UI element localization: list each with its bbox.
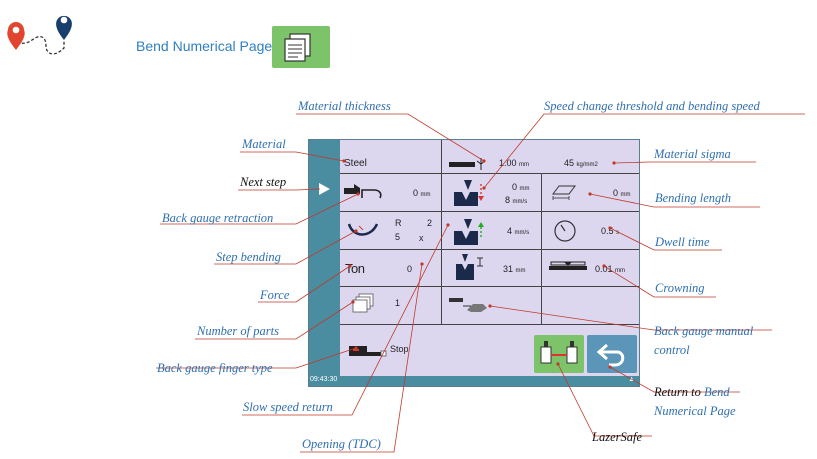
opening-field[interactable]: 31 mm bbox=[503, 264, 526, 274]
grid-line bbox=[340, 324, 639, 325]
label-material-thickness: Material thickness bbox=[298, 99, 391, 113]
opening-unit: mm bbox=[515, 268, 526, 274]
lazersafe-icon bbox=[540, 341, 578, 364]
material-value[interactable]: Steel bbox=[344, 158, 367, 169]
return-arrow-icon bbox=[596, 343, 625, 367]
bending-length-unit: mm bbox=[620, 192, 631, 198]
label-dwell-time: Dwell time bbox=[655, 235, 710, 249]
slow-return-unit: mm/s bbox=[514, 230, 530, 236]
crowning-icon bbox=[549, 261, 587, 270]
grid-line bbox=[340, 173, 639, 174]
dwell-timer-icon bbox=[554, 220, 576, 242]
label-back-gauge-retraction: Back gauge retraction bbox=[162, 211, 274, 225]
label-slow-speed-return: Slow speed return bbox=[243, 400, 333, 414]
dwell-unit: s bbox=[616, 230, 620, 236]
page-icon bbox=[272, 26, 330, 68]
crowning-unit: mm bbox=[615, 268, 626, 274]
retraction-value: 0 bbox=[413, 188, 419, 198]
step-x-value[interactable]: 5 bbox=[395, 232, 401, 242]
label-back-gauge-manual-2: control bbox=[654, 343, 690, 357]
label-speed-change: Speed change threshold and bending speed bbox=[544, 99, 760, 113]
sigma-unit: kg/mm2 bbox=[576, 162, 598, 168]
retraction-icon bbox=[344, 184, 382, 199]
slow-return-field[interactable]: 4 mm/s bbox=[507, 226, 529, 236]
next-step-icon[interactable] bbox=[317, 182, 331, 196]
slow-return-icon bbox=[454, 219, 484, 245]
bend-numerical-screen: Steel 1.00 mm 45 kg/mm2 0 mm 0 mm 8 mm/s… bbox=[308, 139, 640, 387]
step-bending-icon bbox=[347, 223, 379, 236]
return-button[interactable] bbox=[587, 335, 637, 373]
label-return-to-2: Numerical Page bbox=[654, 404, 736, 418]
bending-length-icon bbox=[552, 185, 576, 200]
label-bending-length: Bending length bbox=[655, 191, 732, 205]
status-bar bbox=[309, 376, 639, 386]
step-r-value[interactable]: 2 bbox=[427, 218, 433, 228]
thickness-unit: mm bbox=[519, 162, 530, 168]
label-return-to-b: Bend bbox=[704, 385, 730, 399]
page-title: Bend Numerical Page bbox=[136, 38, 273, 54]
label-return-to: Return to Bend bbox=[654, 385, 730, 400]
thickness-value: 1.00 bbox=[499, 158, 517, 168]
clock: 09:43:30 bbox=[310, 376, 338, 383]
label-next-step: Next step bbox=[240, 175, 287, 189]
grid-line bbox=[441, 140, 442, 324]
parts-value[interactable]: 1 bbox=[395, 298, 401, 308]
manual-control-icon[interactable] bbox=[447, 294, 489, 314]
label-lazersafe: LazerSafe bbox=[592, 430, 642, 444]
step-r-label: R bbox=[395, 218, 402, 228]
grid-line bbox=[340, 211, 639, 212]
finger-type-value[interactable]: Stop bbox=[390, 344, 409, 354]
retraction-field[interactable]: 0 mm bbox=[413, 188, 431, 198]
speed-change-unit: mm bbox=[519, 186, 530, 192]
label-material-sigma: Material sigma bbox=[654, 147, 731, 161]
label-back-gauge-finger: Back gauge finger type bbox=[157, 361, 273, 375]
force-value[interactable]: 0 bbox=[407, 264, 413, 274]
label-force: Force bbox=[260, 288, 290, 302]
label-number-of-parts: Number of parts bbox=[197, 324, 279, 338]
parts-stack-icon bbox=[352, 293, 374, 313]
step-x-label: x bbox=[419, 233, 424, 243]
grid-line bbox=[340, 249, 639, 250]
speed-change-value: 0 bbox=[512, 182, 518, 192]
bending-length-field[interactable]: 0 mm bbox=[613, 188, 631, 198]
crowning-field[interactable]: 0.01 mm bbox=[595, 264, 625, 274]
speed-change-icon bbox=[454, 180, 484, 206]
sigma-field[interactable]: 45 kg/mm2 bbox=[564, 158, 598, 168]
retraction-unit: mm bbox=[420, 192, 431, 198]
side-bar bbox=[309, 140, 340, 376]
sigma-value: 45 bbox=[564, 158, 575, 168]
opening-value: 31 bbox=[503, 264, 514, 274]
dwell-field[interactable]: 0.5 s bbox=[601, 226, 619, 236]
bending-length-value: 0 bbox=[613, 188, 619, 198]
bending-speed-field[interactable]: 8 mm/s bbox=[505, 195, 527, 205]
opening-icon bbox=[456, 254, 483, 280]
label-opening: Opening (TDC) bbox=[302, 437, 381, 451]
label-material: Material bbox=[242, 137, 286, 151]
grid-line bbox=[340, 286, 639, 287]
dwell-value: 0.5 bbox=[601, 226, 614, 236]
step-r-field[interactable]: R bbox=[395, 218, 402, 228]
label-step-bending: Step bending bbox=[216, 250, 281, 264]
grid-line bbox=[541, 173, 542, 324]
crowning-value: 0.01 bbox=[595, 264, 613, 274]
label-back-gauge-manual: Back gauge manual bbox=[654, 324, 754, 338]
label-crowning: Crowning bbox=[655, 281, 705, 295]
label-return-to-a: Return to bbox=[654, 385, 704, 399]
bending-speed-unit: mm/s bbox=[512, 199, 528, 205]
map-pins-logo bbox=[7, 15, 72, 55]
bending-speed-value: 8 bbox=[505, 195, 511, 205]
speed-change-field[interactable]: 0 mm bbox=[512, 182, 530, 192]
thickness-field[interactable]: 1.00 mm bbox=[499, 158, 529, 168]
slow-return-value: 4 bbox=[507, 226, 513, 236]
